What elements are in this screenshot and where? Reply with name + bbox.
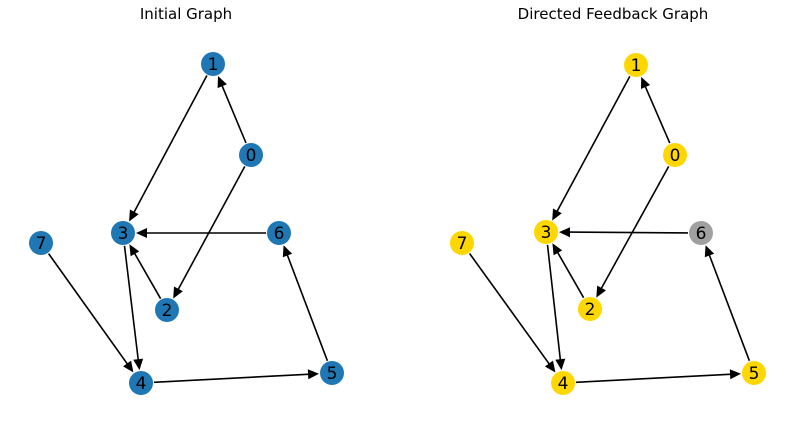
arrowhead-0-1 [641, 76, 651, 89]
node-circle-0 [663, 143, 687, 167]
initial-graph-node-7: 7 [29, 231, 53, 255]
arrowhead-5-6 [282, 245, 293, 258]
node-circle-3 [534, 220, 558, 244]
directed-feedback-graph-node-7: 7 [450, 231, 474, 255]
edge-0-1 [220, 83, 247, 144]
node-label-2: 2 [162, 301, 173, 321]
edge-2-3 [133, 251, 162, 300]
arrowhead-0-2 [596, 285, 606, 298]
initial-graph-node-5: 5 [320, 361, 344, 385]
node-circle-1 [624, 53, 648, 77]
initial-graph-node-1: 1 [201, 52, 225, 76]
directed-feedback-graph-node-6: 6 [689, 221, 713, 245]
node-label-5: 5 [327, 364, 338, 384]
edge-0-2 [176, 166, 246, 292]
edge-0-1 [643, 84, 671, 144]
initial-graph-node-3: 3 [111, 221, 135, 245]
node-circle-5 [742, 361, 766, 385]
node-label-0: 0 [670, 146, 681, 166]
node-label-7: 7 [36, 234, 47, 254]
edge-2-3 [556, 250, 585, 299]
node-label-0: 0 [246, 146, 257, 166]
initial-graph-title: Initial Graph [139, 5, 233, 23]
arrowhead-5-6 [704, 245, 715, 258]
edge-4-5 [153, 373, 311, 384]
arrowhead-3-4 [133, 358, 144, 371]
edge-3-4 [123, 245, 140, 362]
node-circle-4 [551, 371, 575, 395]
arrowhead-2-3 [129, 244, 140, 257]
arrowhead-7-4 [123, 360, 134, 373]
edge-5-6 [708, 253, 751, 362]
arrowhead-7-4 [544, 360, 556, 373]
directed-feedback-graph-node-5: 5 [742, 361, 766, 385]
node-label-3: 3 [541, 223, 552, 243]
node-label-4: 4 [136, 374, 147, 394]
initial-graph-node-6: 6 [267, 221, 291, 245]
edge-1-3 [132, 75, 208, 214]
arrowhead-1-3 [552, 208, 562, 221]
initial-graph-group: 0 1 2 3 4 5 6 7 [29, 52, 344, 395]
arrowhead-2-3 [552, 243, 563, 256]
node-circle-2 [578, 297, 602, 321]
node-label-2: 2 [585, 300, 596, 320]
node-circle-6 [689, 221, 713, 245]
node-label-1: 1 [208, 55, 219, 75]
node-circle-4 [129, 371, 153, 395]
node-circle-7 [29, 231, 53, 255]
edge-5-6 [286, 253, 329, 362]
node-label-7: 7 [457, 234, 468, 254]
node-label-6: 6 [274, 224, 285, 244]
arrowhead-6-3 [559, 227, 570, 238]
node-label-3: 3 [118, 224, 129, 244]
node-circle-3 [111, 221, 135, 245]
node-label-1: 1 [631, 56, 642, 76]
directed-feedback-graph-node-2: 2 [578, 297, 602, 321]
node-circle-1 [201, 52, 225, 76]
node-circle-6 [267, 221, 291, 245]
node-label-6: 6 [696, 224, 707, 244]
edge-0-2 [599, 166, 670, 291]
initial-graph-node-4: 4 [129, 371, 153, 395]
node-circle-0 [239, 143, 263, 167]
edge-1-3 [555, 76, 631, 213]
directed-feedback-graph-node-1: 1 [624, 53, 648, 77]
arrowhead-0-2 [173, 286, 183, 299]
arrowhead-4-5 [307, 369, 319, 380]
node-label-4: 4 [558, 374, 569, 394]
arrowhead-6-3 [136, 228, 147, 238]
edge-4-5 [575, 373, 733, 384]
node-label-5: 5 [749, 364, 760, 384]
edge-6-3 [567, 231, 689, 234]
edge-7-4 [47, 253, 129, 366]
node-circle-7 [450, 231, 474, 255]
directed-feedback-graph-node-0: 0 [663, 143, 687, 167]
edge-3-4 [546, 244, 562, 362]
node-circle-2 [155, 298, 179, 322]
arrowhead-1-3 [129, 209, 139, 222]
directed-feedback-graph-title: Directed Feedback Graph [517, 5, 709, 23]
arrowhead-4-5 [729, 369, 741, 380]
directed-feedback-graph-node-3: 3 [534, 220, 558, 244]
node-circle-5 [320, 361, 344, 385]
directed-feedback-graph-group: 0 1 2 3 4 5 6 7 [450, 53, 766, 395]
directed-feedback-graph-node-4: 4 [551, 371, 575, 395]
initial-graph-node-0: 0 [239, 143, 263, 167]
arrowhead-3-4 [555, 358, 566, 371]
initial-graph-node-2: 2 [155, 298, 179, 322]
edge-7-4 [468, 253, 551, 366]
arrowhead-0-1 [217, 76, 227, 89]
